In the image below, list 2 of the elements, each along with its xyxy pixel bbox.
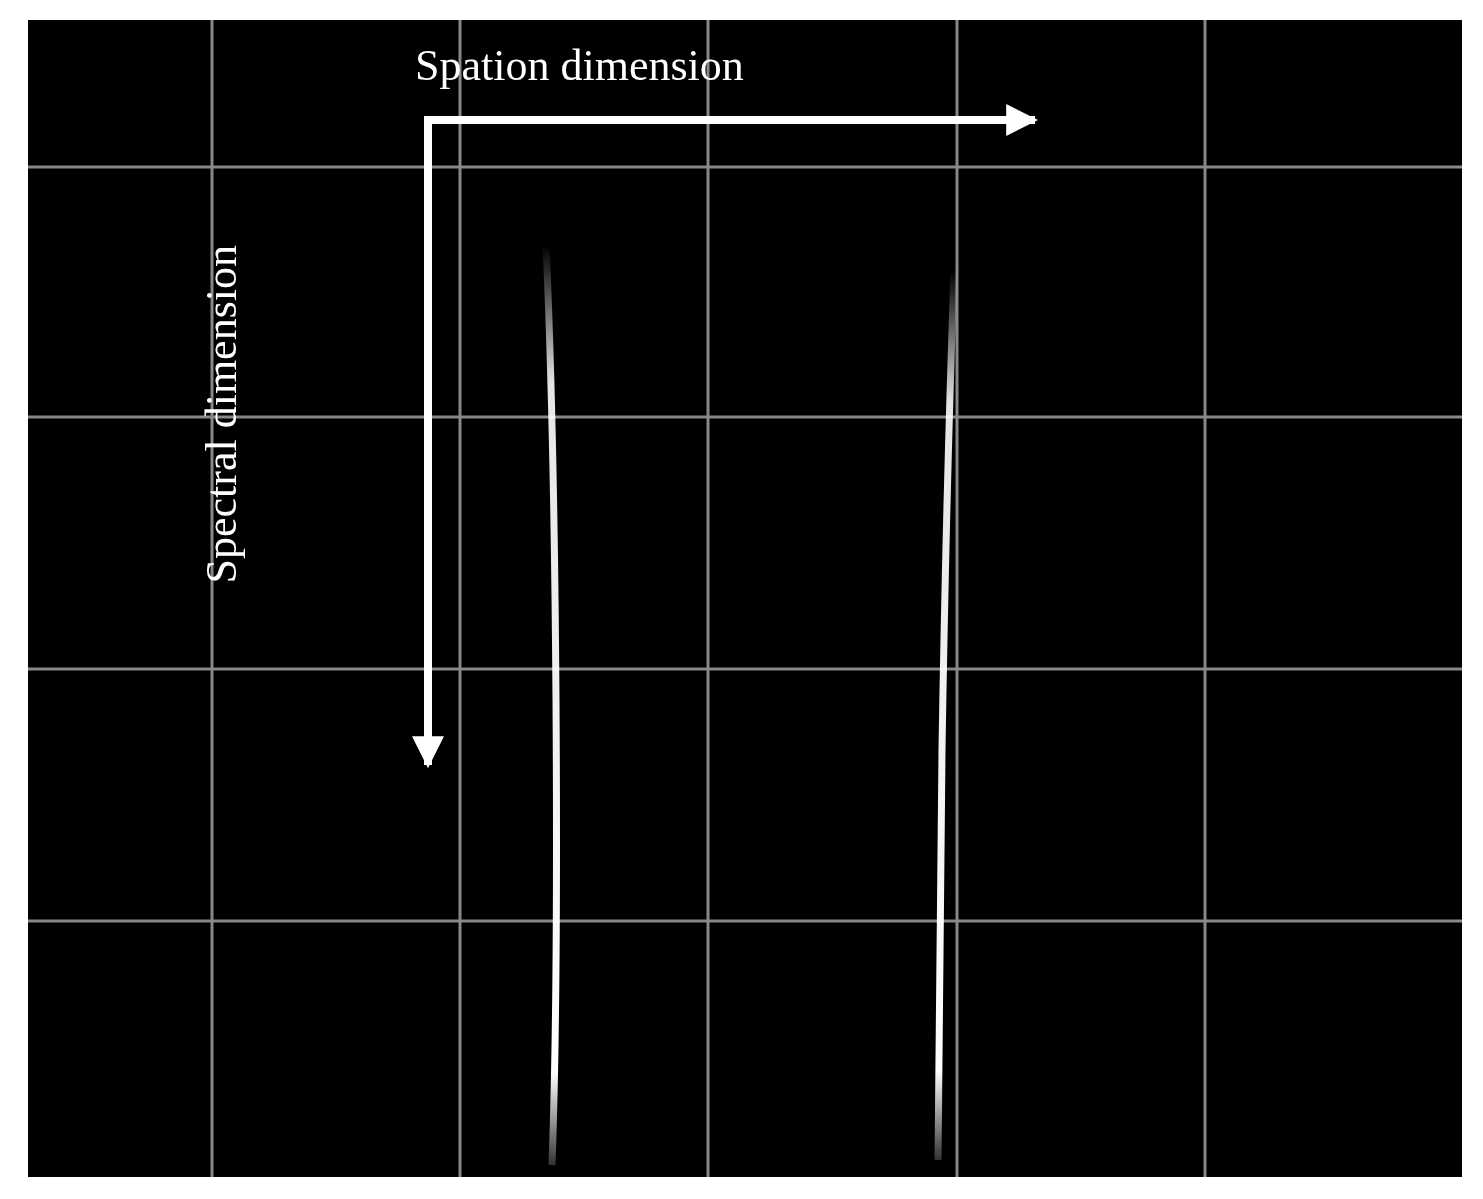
axis-label: Spation dimension: [415, 44, 744, 88]
axis-label: Spectral dimension: [200, 245, 244, 584]
